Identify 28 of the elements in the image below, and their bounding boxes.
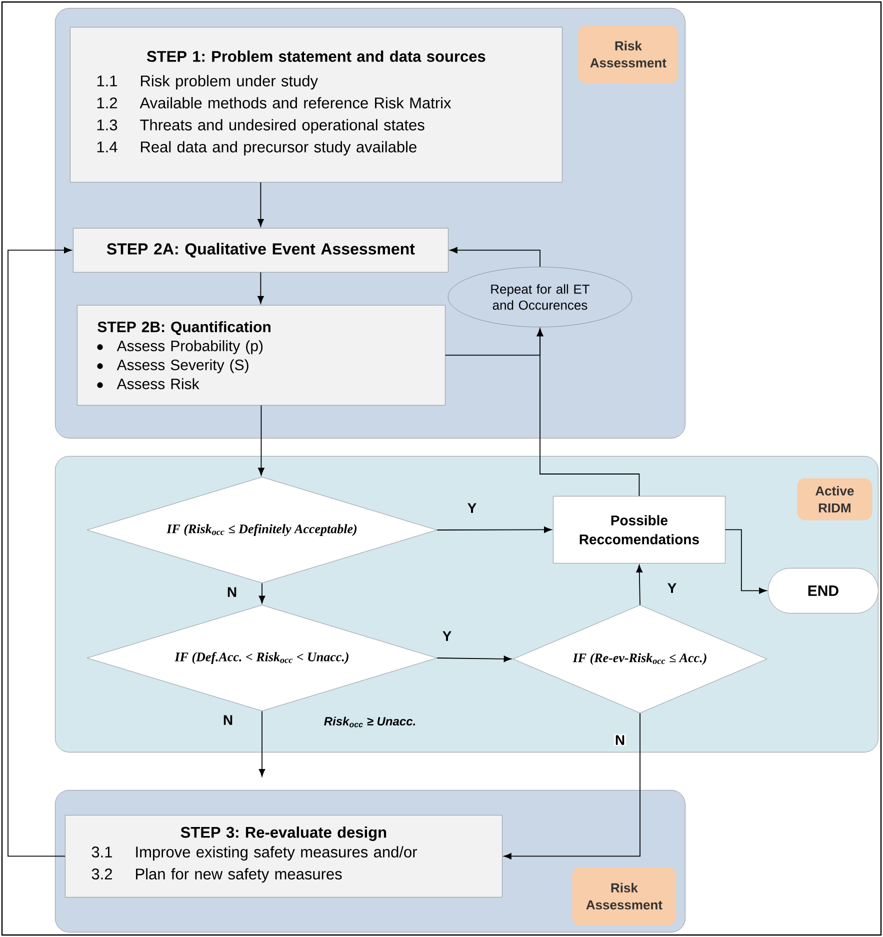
section-tag: Active RIDM xyxy=(797,478,872,520)
edge-label: N xyxy=(222,714,234,726)
arrow xyxy=(258,404,264,476)
arrow xyxy=(504,712,640,860)
arrow xyxy=(258,182,264,227)
arrow xyxy=(724,529,767,594)
process-box: STEP 1: Problem statement and data sources 1.1 Risk problem under study 1.2 Available methods and reference Risk Matrix 1.3 Threats and undesired operational states 1.4 Real data and precursor study available xyxy=(70,27,562,182)
process-box: Possible Reccomendations xyxy=(553,496,726,564)
arrow xyxy=(8,247,72,857)
edge-label: Y xyxy=(441,630,453,642)
arrow xyxy=(536,328,640,496)
arrow xyxy=(450,247,540,268)
section-tag: Risk Assessment xyxy=(572,867,676,926)
arrow xyxy=(258,710,266,777)
process-box: STEP 3: Re-evaluate design 3.1 Improve existing safety measures and/or 3.2 Plan for new safety measures xyxy=(65,815,502,898)
edge-label: Y xyxy=(466,502,478,514)
process-box: STEP 2B: Quantification Assess Probability (p) Assess Severity (S) Assess Risk xyxy=(77,305,446,406)
arrow xyxy=(258,272,264,304)
arrow xyxy=(436,526,552,533)
arrow xyxy=(258,582,266,604)
edge-label: N xyxy=(226,586,238,598)
edge-label: Y xyxy=(666,582,678,594)
arrow xyxy=(636,564,643,606)
arrow xyxy=(436,656,512,662)
section-tag: Risk Assessment xyxy=(578,25,678,84)
process-box: STEP 2A: Qualitative Event Assessment xyxy=(73,228,448,272)
terminator: END xyxy=(768,568,878,614)
edge-label: N xyxy=(614,734,626,746)
